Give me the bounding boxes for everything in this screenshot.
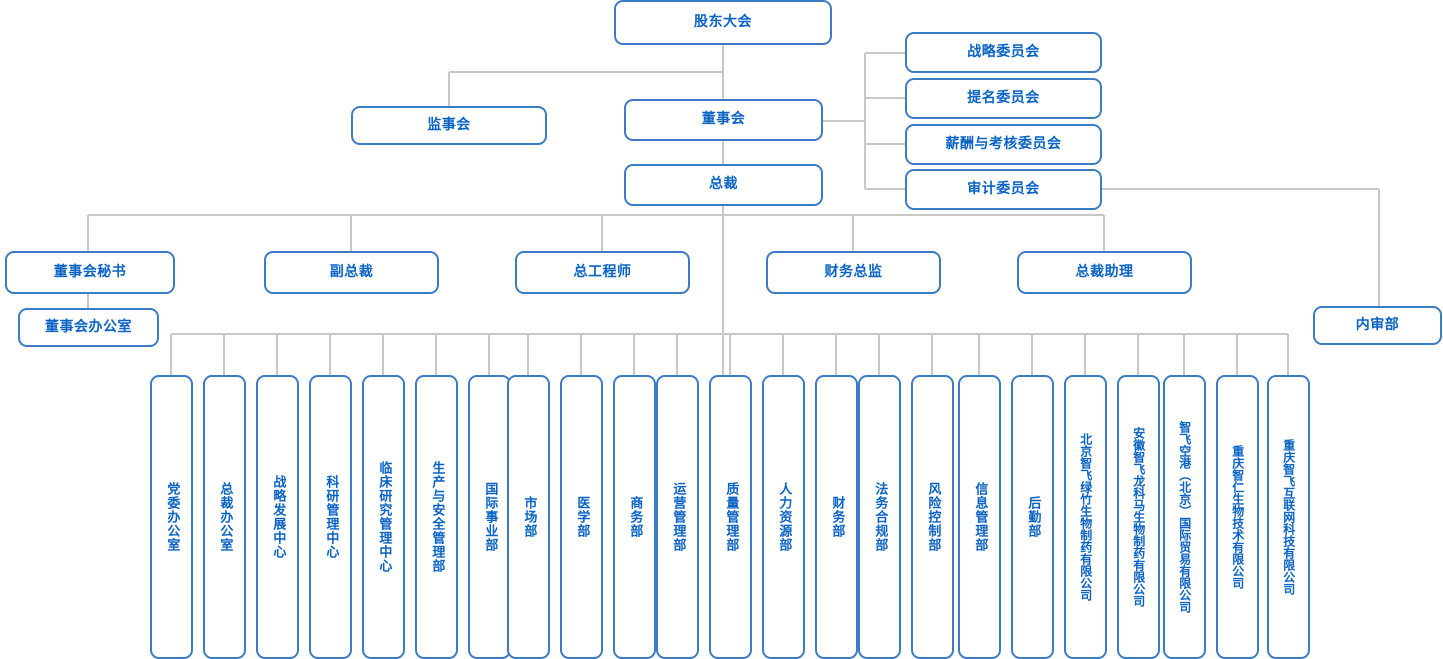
node-department-logistics[interactable]: 后勤部 [1011, 375, 1054, 659]
node-department-legal-compliance[interactable]: 法务合规部 [858, 375, 901, 659]
node-internal-audit-dept[interactable]: 内审部 [1313, 306, 1442, 345]
node-label: 党委办公室 [164, 482, 180, 552]
node-label: 董事会 [701, 111, 746, 128]
node-label: 审计委员会 [967, 180, 1040, 197]
node-department-medical[interactable]: 医学部 [560, 375, 603, 659]
node-label: 薪酬与考核委员会 [945, 135, 1062, 152]
node-label: 总裁 [709, 176, 738, 193]
node-label: 临床研究管理中心 [376, 461, 392, 573]
node-label: 运营管理部 [670, 482, 686, 552]
node-department-research-management-center[interactable]: 科研管理中心 [309, 375, 352, 659]
node-label: 内审部 [1355, 316, 1400, 333]
node-label: 医学部 [574, 496, 590, 538]
node-subsidiary-chongqing-zhiren[interactable]: 重庆智仁生物技术有限公司 [1216, 375, 1259, 659]
node-department-operations-management[interactable]: 运营管理部 [656, 375, 699, 659]
node-department-strategy-development-center[interactable]: 战略发展中心 [256, 375, 299, 659]
node-label: 董事会办公室 [45, 318, 132, 335]
node-president-assistant[interactable]: 总裁助理 [1017, 251, 1192, 294]
node-department-international-business[interactable]: 国际事业部 [468, 375, 511, 659]
node-label: 总工程师 [573, 263, 632, 280]
node-department-information-management[interactable]: 信息管理部 [958, 375, 1001, 659]
node-label: 提名委员会 [967, 89, 1040, 106]
node-vice-president[interactable]: 副总裁 [264, 251, 439, 294]
node-president[interactable]: 总裁 [624, 164, 823, 206]
node-subsidiary-zhifei-konggang[interactable]: 智飞空港（北京）国际贸易有限公司 [1163, 375, 1206, 659]
node-label: 财务总监 [824, 263, 883, 280]
node-board-secretary[interactable]: 董事会秘书 [5, 251, 175, 294]
node-subsidiary-anhui-longkema[interactable]: 安徽智飞龙科马生物制药有限公司 [1117, 375, 1160, 659]
node-label: 科研管理中心 [323, 475, 339, 559]
node-label: 总裁助理 [1075, 263, 1134, 280]
node-label: 重庆智飞互联网科技有限公司 [1281, 439, 1296, 595]
node-label: 总裁办公室 [217, 482, 233, 552]
node-department-risk-control[interactable]: 风险控制部 [911, 375, 954, 659]
node-label: 董事会秘书 [53, 263, 127, 280]
node-label: 后勤部 [1025, 496, 1041, 538]
node-department-party-committee-office[interactable]: 党委办公室 [150, 375, 193, 659]
node-supervisory-board[interactable]: 监事会 [351, 106, 547, 145]
node-label: 智飞空港（北京）国际贸易有限公司 [1177, 421, 1192, 613]
node-label: 北京智飞绿竹生物制药有限公司 [1078, 433, 1093, 601]
node-department-quality-management[interactable]: 质量管理部 [709, 375, 752, 659]
node-cfo[interactable]: 财务总监 [766, 251, 941, 294]
node-label: 商务部 [627, 496, 643, 538]
node-committee-audit[interactable]: 审计委员会 [905, 169, 1102, 210]
node-label: 国际事业部 [482, 482, 498, 552]
node-board-office[interactable]: 董事会办公室 [18, 308, 159, 347]
node-label: 财务部 [829, 496, 845, 538]
node-committee-nomination[interactable]: 提名委员会 [905, 78, 1102, 119]
node-label: 生产与安全管理部 [429, 461, 445, 573]
node-label: 副总裁 [329, 263, 374, 280]
node-subsidiary-chongqing-internet[interactable]: 重庆智飞互联网科技有限公司 [1267, 375, 1310, 659]
node-board-of-directors[interactable]: 董事会 [624, 99, 823, 141]
node-department-clinical-research-management-center[interactable]: 临床研究管理中心 [362, 375, 405, 659]
node-label: 重庆智仁生物技术有限公司 [1230, 445, 1245, 589]
node-label: 战略委员会 [967, 43, 1040, 60]
node-department-marketing[interactable]: 市场部 [507, 375, 550, 659]
node-label: 市场部 [521, 496, 537, 538]
node-label: 人力资源部 [776, 482, 792, 552]
node-department-finance[interactable]: 财务部 [815, 375, 858, 659]
node-department-business[interactable]: 商务部 [613, 375, 656, 659]
node-department-production-safety-management[interactable]: 生产与安全管理部 [415, 375, 458, 659]
node-shareholders-meeting[interactable]: 股东大会 [614, 0, 832, 45]
node-committee-strategy[interactable]: 战略委员会 [905, 32, 1102, 73]
node-subsidiary-beijing-lvzhu[interactable]: 北京智飞绿竹生物制药有限公司 [1064, 375, 1107, 659]
node-department-human-resources[interactable]: 人力资源部 [762, 375, 805, 659]
node-label: 质量管理部 [723, 482, 739, 552]
node-label: 信息管理部 [972, 482, 988, 552]
node-label: 股东大会 [694, 13, 752, 30]
node-label: 法务合规部 [872, 482, 888, 552]
node-department-president-office[interactable]: 总裁办公室 [203, 375, 246, 659]
node-label: 风险控制部 [925, 482, 941, 552]
node-label: 战略发展中心 [270, 475, 286, 559]
node-label: 监事会 [427, 116, 471, 133]
node-chief-engineer[interactable]: 总工程师 [515, 251, 690, 294]
node-label: 安徽智飞龙科马生物制药有限公司 [1131, 427, 1146, 607]
node-committee-compensation[interactable]: 薪酬与考核委员会 [905, 124, 1102, 165]
